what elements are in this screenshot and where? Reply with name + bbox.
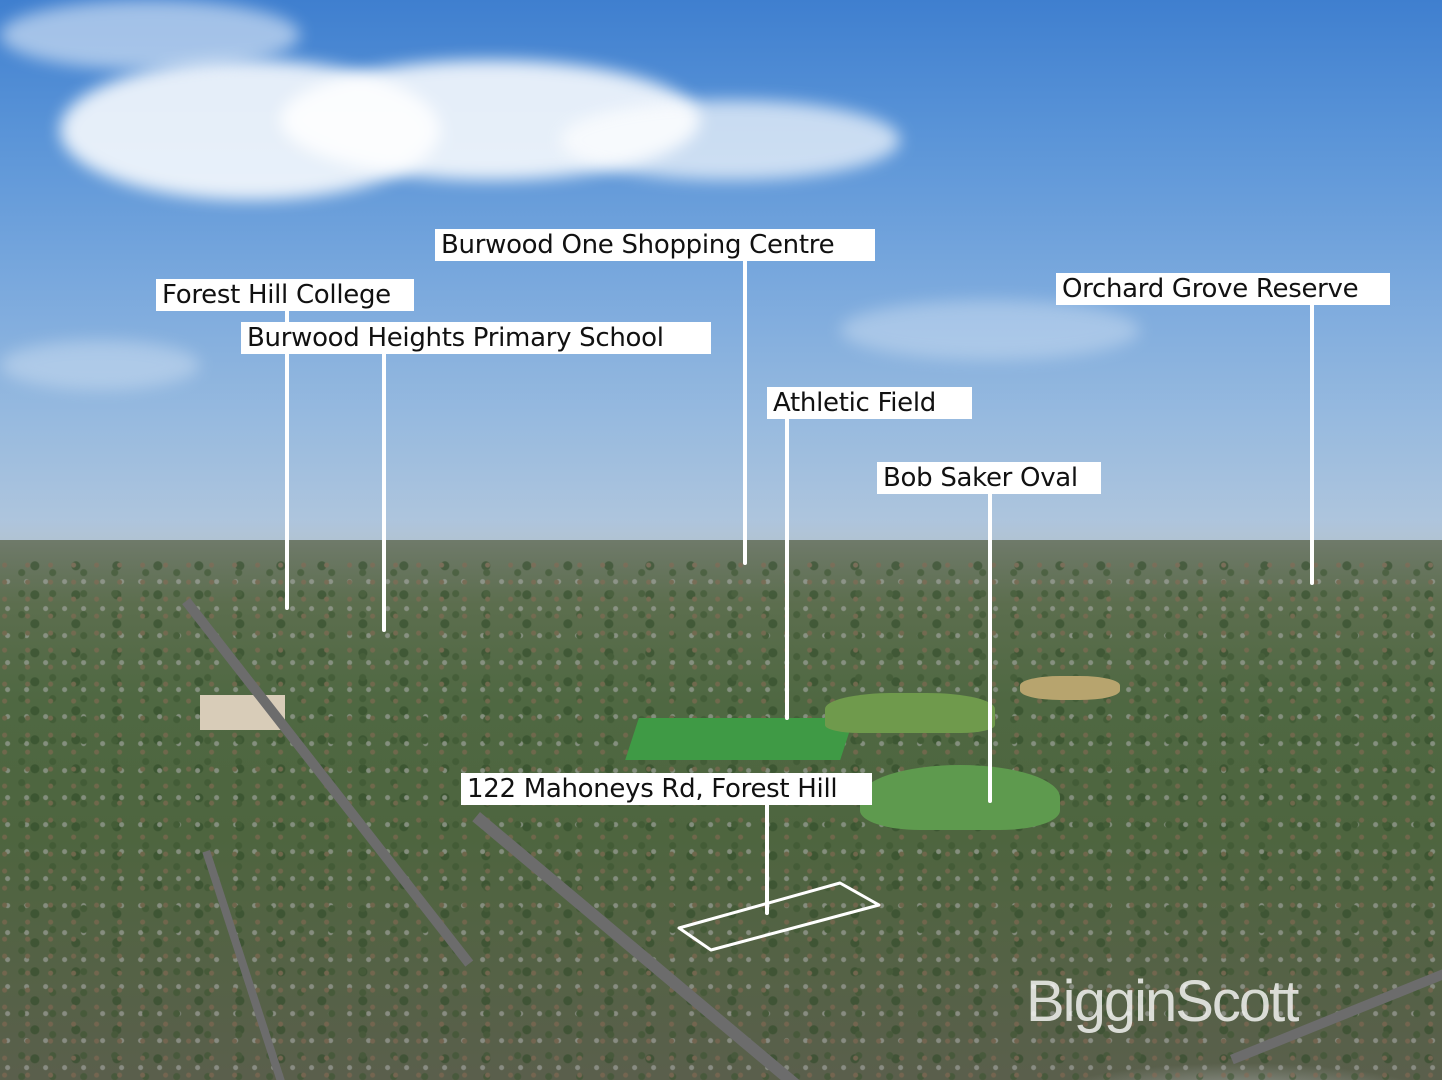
label-orchard-grove-reserve: Orchard Grove Reserve <box>1056 273 1390 305</box>
cloud <box>0 0 300 70</box>
pin-line-forest-hill-college <box>285 311 289 610</box>
cloud <box>0 340 200 390</box>
pin-line-burwood-heights <box>382 354 386 632</box>
suburb-texture <box>0 560 1442 1080</box>
label-burwood-one-shopping-centre: Burwood One Shopping Centre <box>435 229 875 261</box>
bob-saker-oval-grass <box>860 765 1060 830</box>
reserve-grass <box>1020 676 1120 700</box>
pin-line-orchard-grove <box>1310 305 1314 585</box>
label-burwood-heights-primary-school: Burwood Heights Primary School <box>241 322 711 354</box>
cloud <box>840 300 1140 360</box>
label-athletic-field: Athletic Field <box>767 387 972 419</box>
pin-line-bob-saker <box>988 494 992 803</box>
athletic-field-grass <box>625 718 854 760</box>
brand-watermark: BigginScott <box>1026 969 1299 1034</box>
pin-line-burwood-one <box>743 261 747 565</box>
label-bob-saker-oval: Bob Saker Oval <box>877 462 1101 494</box>
pin-line-athletic-field <box>785 419 789 720</box>
oval-grass <box>825 693 995 733</box>
label-forest-hill-college: Forest Hill College <box>156 279 414 311</box>
label-property-address: 122 Mahoneys Rd, Forest Hill <box>461 773 872 805</box>
cloud <box>560 100 900 180</box>
pin-line-property <box>765 805 769 915</box>
